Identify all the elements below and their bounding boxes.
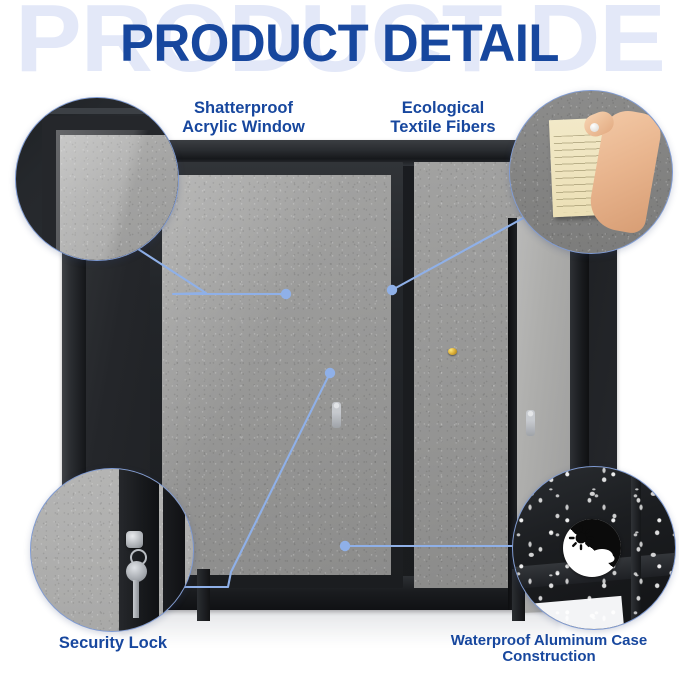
key-shaft-icon: [133, 580, 139, 618]
open-door-hinge-edge: [508, 218, 519, 610]
ghost-title-text: PRODUCT DE: [14, 0, 666, 92]
callout-label-textile-fibers: Ecological Textile Fibers: [390, 99, 496, 137]
callout-label-acrylic-window: Shatterproof Acrylic Window: [182, 99, 305, 137]
brass-pushpin-icon: [448, 348, 457, 355]
fabric-texture: [162, 175, 391, 575]
case-leg-left: [197, 569, 210, 621]
callout-label-security-lock: Security Lock: [58, 634, 168, 652]
left-door-fabric-panel: [162, 175, 391, 575]
lock-cylinder-icon: [126, 531, 143, 548]
callout-circle-textile-fibers: [509, 90, 673, 254]
acrylic-reflection: [56, 130, 171, 260]
callout-circle-waterproof-case: [512, 466, 676, 630]
callout-circle-security-lock: [30, 468, 194, 632]
rain-cloud-icon: [589, 549, 615, 572]
open-door-lock-icon: [526, 410, 535, 436]
left-door-lock-icon: [332, 402, 341, 428]
floor-reflection: [120, 608, 560, 646]
title-block: PRODUCT DE PRODUCT DETAIL: [0, 0, 679, 92]
sun-icon: [568, 525, 594, 551]
page-title: PRODUCT DETAIL: [120, 14, 559, 73]
white-pushpin-icon: [590, 123, 599, 132]
callout-label-waterproof-case: Waterproof Aluminum Case Construction: [450, 632, 648, 665]
weather-resistant-badge: [563, 519, 621, 577]
key-head-icon: [126, 561, 147, 582]
